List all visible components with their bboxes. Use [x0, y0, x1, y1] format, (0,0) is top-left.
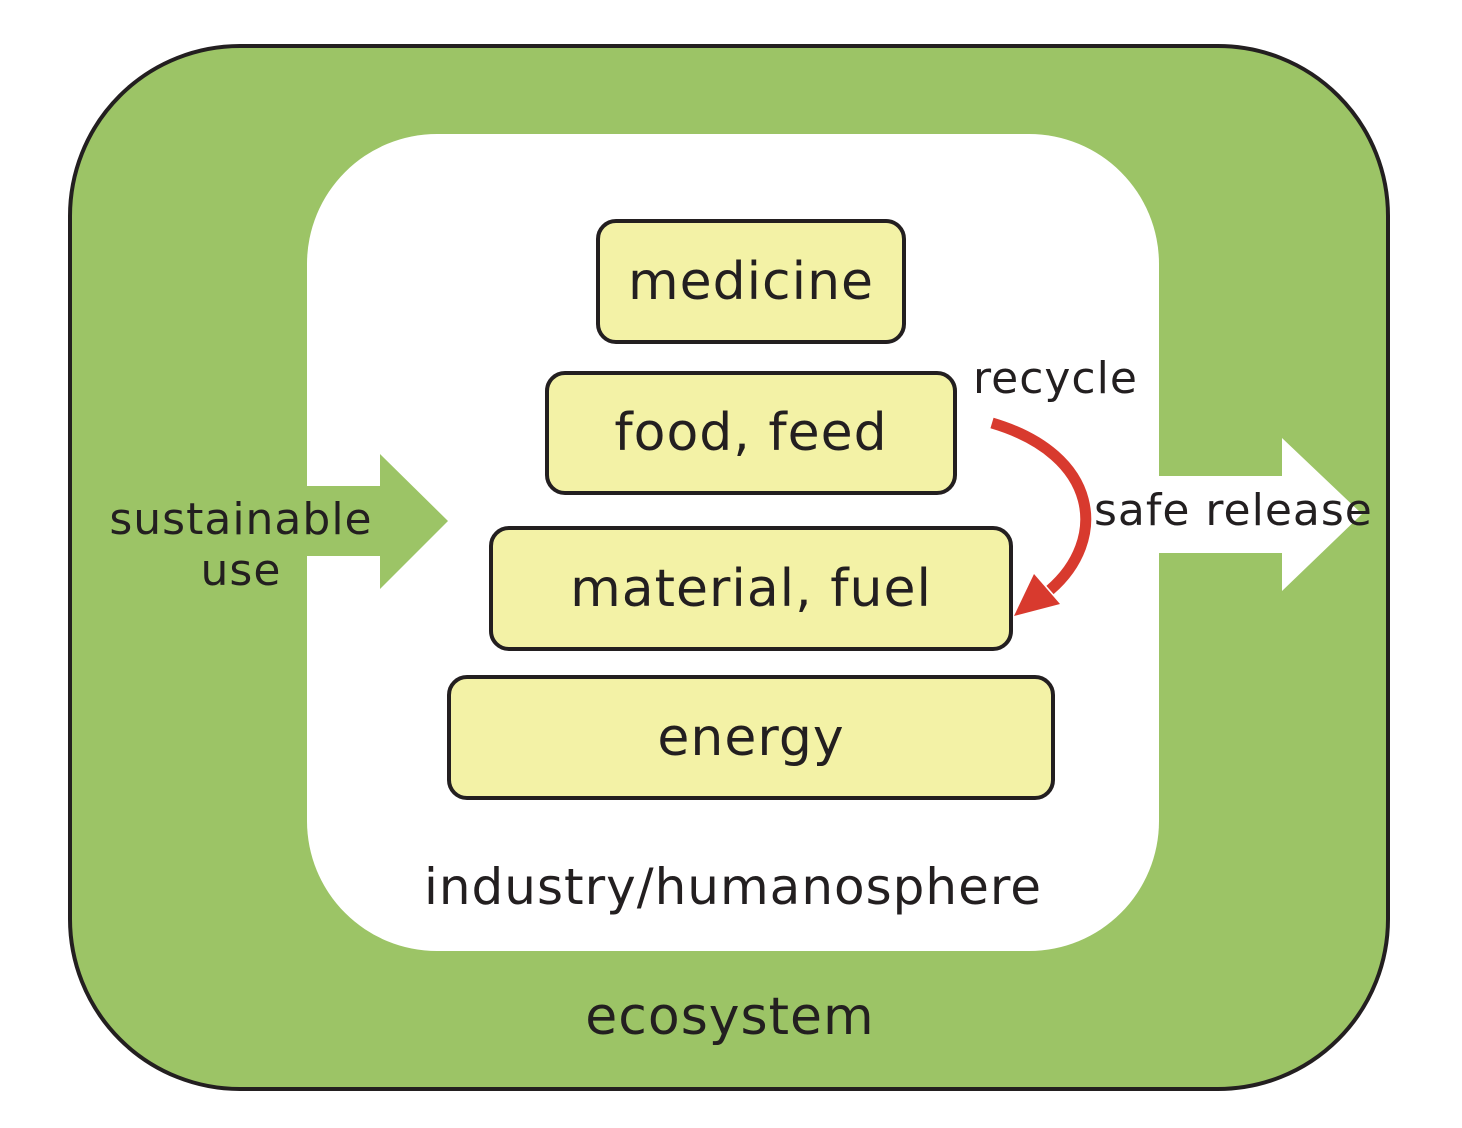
sustainable-use-label: sustainable use	[95, 494, 387, 596]
sustainable-use-line1: sustainable	[109, 494, 373, 545]
sustainable-use-arrow	[280, 454, 448, 589]
ecosystem-label: ecosystem	[585, 987, 875, 1047]
tier-medicine: medicine	[596, 219, 906, 344]
safe-release-arrow	[1159, 438, 1362, 591]
safe-release-label: safe release	[1094, 485, 1373, 536]
tier-material-fuel: material, fuel	[489, 526, 1013, 651]
recycle-arrow	[990, 417, 1092, 595]
humanosphere-label: industry/humanosphere	[423, 858, 1043, 916]
tier-food-feed: food, feed	[545, 371, 957, 495]
sustainable-use-line2: use	[200, 545, 282, 596]
recycle-arrowhead	[1014, 574, 1060, 616]
tier-energy: energy	[447, 675, 1055, 800]
recycle-label: recycle	[973, 353, 1138, 404]
